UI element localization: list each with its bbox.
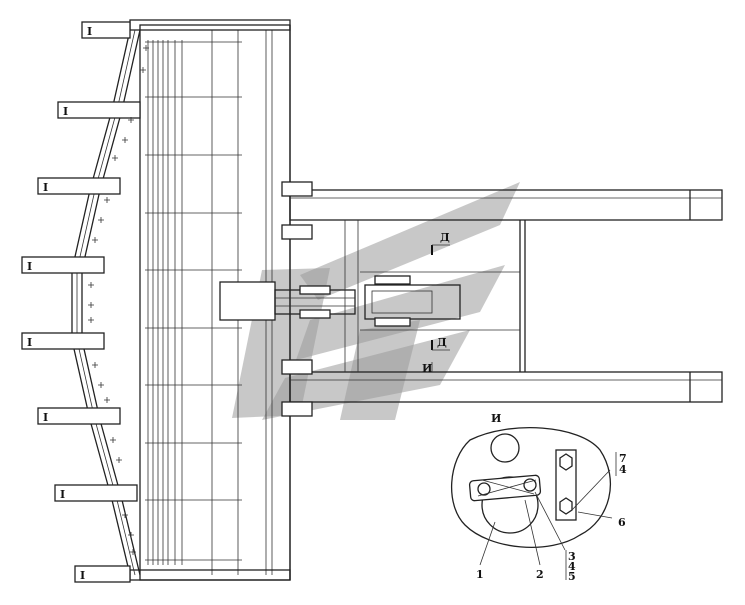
section-d-top: Д [440,231,450,244]
watermark-logo [232,182,520,420]
tooth-label: I [87,25,92,38]
tooth-label: I [63,105,68,118]
section-i-mark: И [422,362,432,375]
detail-view: И 1 2 3 4 5 6 7 4 [450,412,627,583]
callout-3: 3 [568,550,576,563]
callout-1: 1 [476,568,484,581]
section-d-bottom: Д [437,336,447,349]
section-marks: Д Д И [422,231,450,375]
central-hinge [219,275,461,327]
callout-2: 2 [536,568,544,581]
teeth: I I I I I I I I [21,21,141,583]
tooth-label: I [60,488,65,501]
callout-6: 6 [618,516,626,529]
bolt-marks [88,45,149,555]
tooth-label: I [27,336,32,349]
push-frame [281,181,723,417]
detail-title: И [491,412,501,425]
tooth-label: I [27,260,32,273]
tooth-label: I [43,181,48,194]
callout-4: 4 [568,560,576,573]
tooth-label: I [43,411,48,424]
callout-7: 7 [619,452,627,465]
callout-5: 5 [568,570,576,583]
tooth-label: I [80,569,85,582]
callout-4b: 4 [619,463,627,476]
